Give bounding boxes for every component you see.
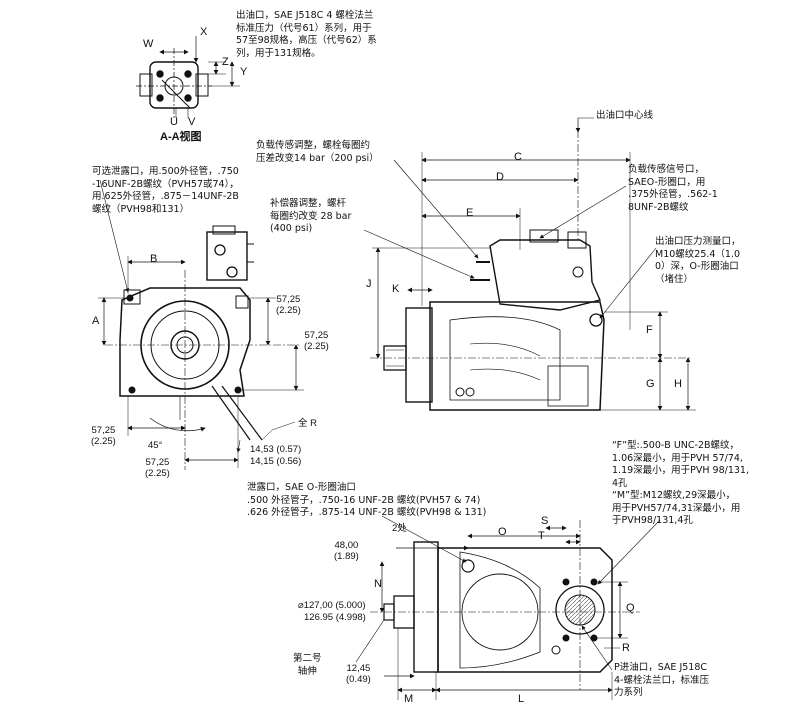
second-shaft-label: 第二号 轴伸 [293, 653, 322, 677]
dim-5725-mid: 57,25 (2.25) [304, 330, 329, 352]
dim-c: C [514, 151, 522, 163]
inlet-port-note: P进油口，SAE J518C 4-螺栓法兰口，标准压 力系列 [614, 662, 709, 698]
dim-a: A [92, 315, 100, 327]
drain-port-note: 泄露口，SAE O-形圈油口 .500 外径管子，.750-16 UNF-2B … [247, 482, 487, 518]
dim-1453: 14,53 (0.57) [250, 444, 302, 455]
signal-port-note: 负载传感信号口， SAEO-形圈口，用 .375外径管，.562-1 8UNF-… [628, 164, 718, 213]
mounting-thread-note: “F”型:.500-B UNC-2B螺纹， 1.06深最小，用于PVH 57/7… [612, 440, 749, 526]
section-aa-view [136, 36, 240, 118]
dim-s: S [541, 515, 549, 527]
dim-l: L [518, 693, 525, 705]
dim-5725-left: 57,25 (2.25) [91, 425, 116, 447]
dim-h: H [674, 378, 682, 390]
dim-g: G [646, 378, 655, 390]
section-outlet-note: 出油口，SAE J518C 4 螺栓法兰 标准压力（代号61）系列，用于 57至… [236, 10, 377, 59]
dim-e: E [466, 207, 474, 219]
label-v: V [188, 116, 196, 128]
dim-b: B [150, 253, 158, 265]
load-sense-adjust-note: 负载传感调整，螺栓每圈约 压差改变14 bar（200 psi） [256, 140, 379, 164]
dim-t: T [538, 530, 545, 542]
left-front-view [98, 179, 304, 470]
dim-diameter-127: ⌀127,00 (5.000) [298, 600, 366, 611]
label-x: X [200, 26, 208, 38]
full-radius-label: 全 R [298, 418, 318, 429]
label-w: W [143, 38, 154, 50]
compensator-adjust-note: 补偿器调整，螺杆 每圈约改变 28 bar (400 psi) [270, 198, 352, 234]
label-z: Z [222, 56, 229, 68]
dim-5725-bottom: 57,25 (2.25) [145, 457, 170, 479]
dim-q: Q [626, 602, 635, 614]
label-y: Y [240, 66, 248, 78]
right-side-view [363, 117, 696, 411]
dim-1245: 12,45 (0.49) [346, 663, 371, 685]
dim-n: N [374, 578, 382, 590]
label-u: U [170, 116, 178, 128]
dim-5725-top: 57,25 (2.25) [276, 294, 301, 316]
gauge-port-note: 出油口压力测量口， M10螺纹25.4（1.0 0）深，O-形圈油口 （堵住） [655, 236, 741, 285]
dim-1415: 14,15 (0.56) [250, 456, 302, 467]
dim-4800: 48,00 (1.89) [334, 540, 359, 562]
dim-diameter-12695: 126.95 (4.998) [304, 612, 366, 623]
dim-j: J [366, 278, 372, 290]
dim-d: D [496, 171, 504, 183]
dim-m: M [404, 693, 414, 705]
dim-f: F [646, 324, 653, 336]
bottom-view [355, 515, 661, 700]
dim-r: R [622, 642, 630, 654]
optional-drain-note: 可选泄露口，用.500外径管，.750 -16UNF-2B螺纹（PVH57或74… [92, 166, 239, 215]
section-title: A-A视图 [160, 131, 202, 143]
dim-o: O [498, 526, 507, 538]
outlet-centerline-label: 出油口中心线 [596, 110, 654, 121]
dim-k: K [392, 283, 400, 295]
angle-45: 45° [148, 440, 163, 451]
two-places-label: 2处 [392, 523, 407, 534]
